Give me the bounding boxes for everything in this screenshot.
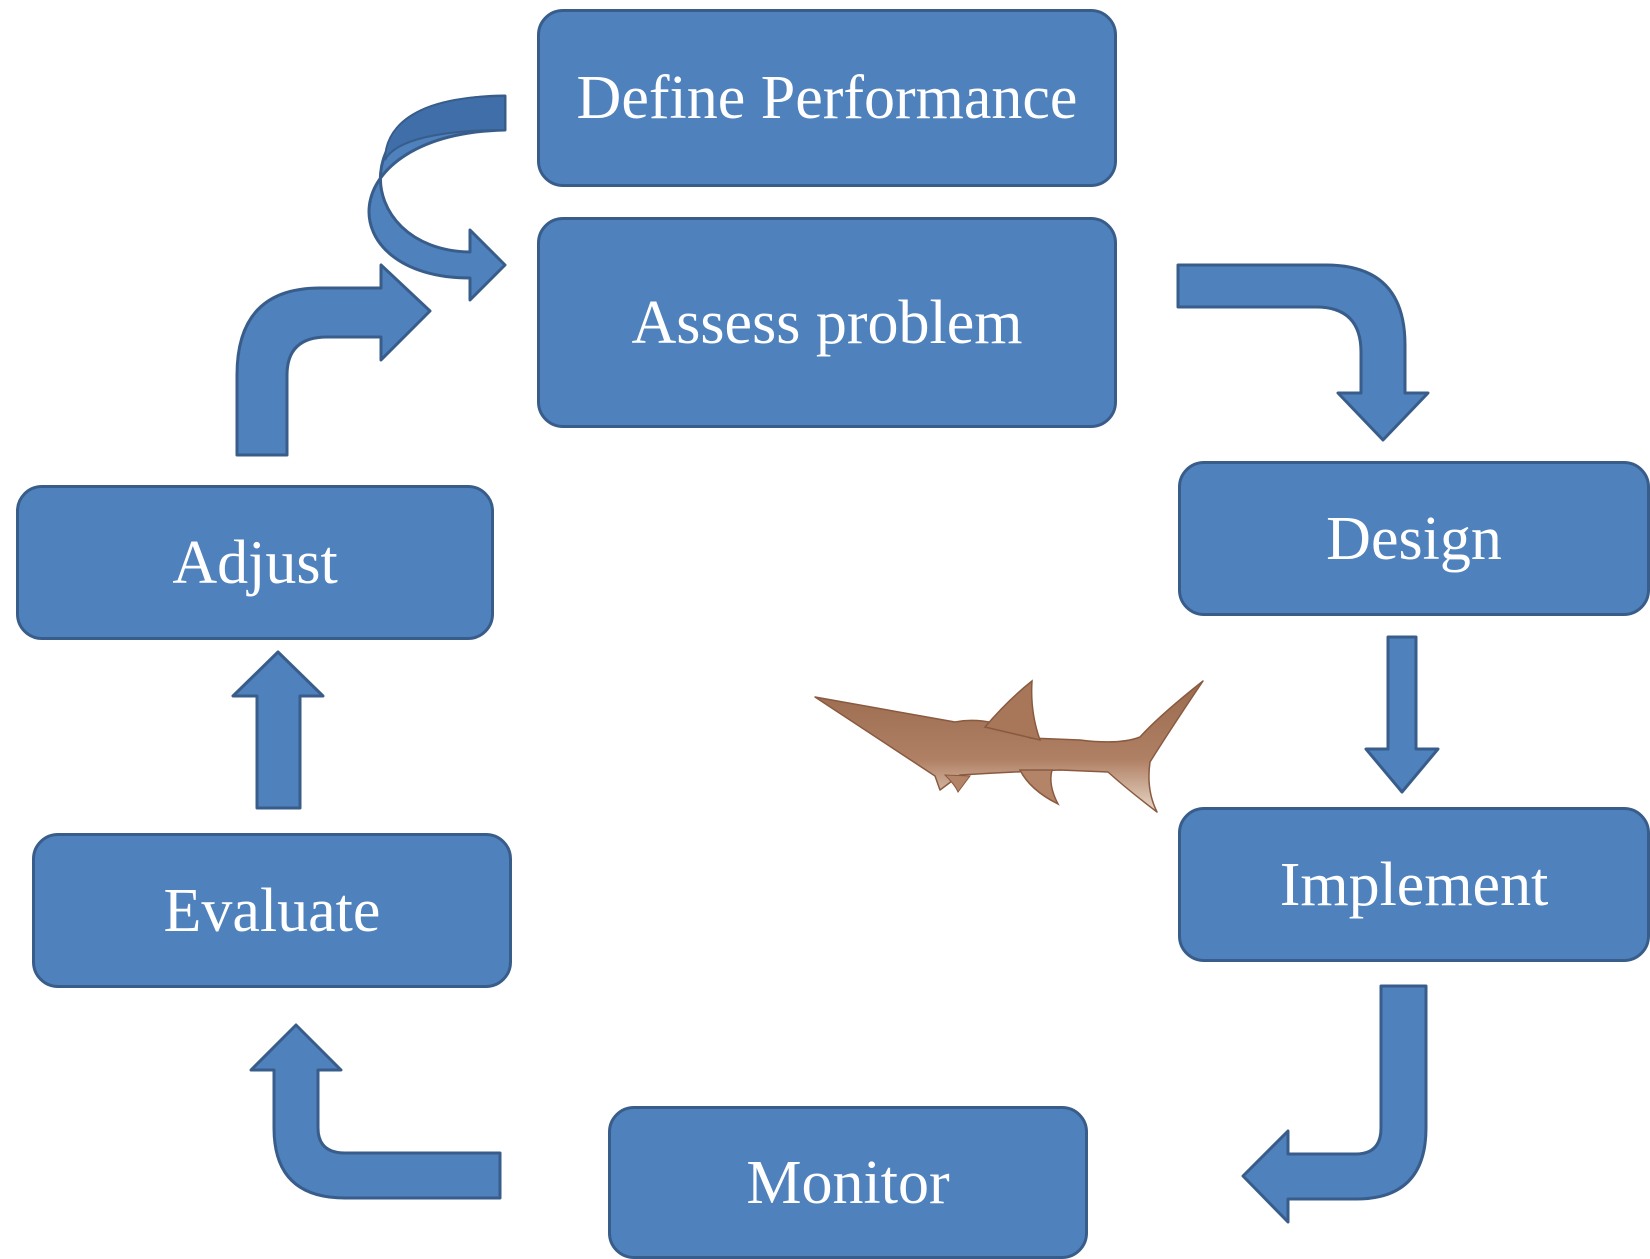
step-design: Design [1178,461,1650,616]
bent-arrow-monitor-to-evaluate [249,1023,502,1200]
up-arrow-evaluate-to-adjust [231,650,325,810]
bent-arrow-assess-to-design [1176,263,1430,442]
step-assess-problem: Assess problem [537,217,1117,428]
step-evaluate: Evaluate [32,833,512,988]
curved-arrow-define-to-assess [367,94,507,302]
bent-arrow-implement-to-monitor [1241,984,1428,1224]
sawfish-illustration [814,679,1204,813]
down-arrow-design-to-implement [1364,635,1440,794]
step-adjust: Adjust [16,485,494,640]
step-implement: Implement [1178,807,1650,962]
step-monitor: Monitor [608,1106,1088,1259]
step-define-performance: Define Performance [537,9,1117,187]
bent-arrow-adjust-to-assess [235,263,432,457]
